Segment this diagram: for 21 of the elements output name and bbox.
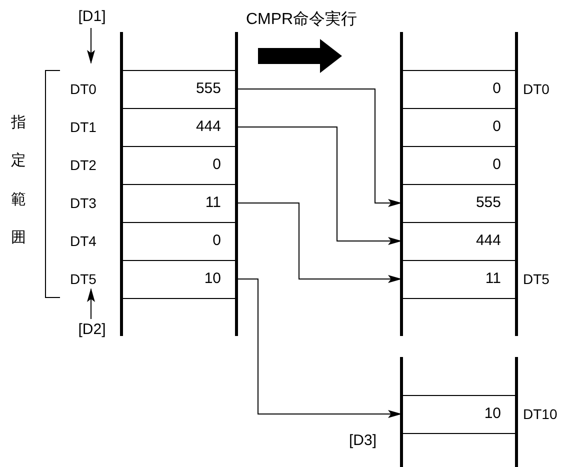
register-name: DT0 [523, 80, 550, 98]
register-name: DT5 [523, 270, 550, 288]
register-name: DT4 [70, 232, 96, 250]
register-cell: 10 [403, 395, 515, 434]
pointer-label: [D3] [349, 431, 377, 451]
arrow [87, 28, 95, 64]
register-name: DT5 [70, 270, 96, 288]
arrow [236, 202, 402, 283]
register-name: DT10 [523, 405, 558, 423]
arrow [236, 278, 402, 418]
range-label: 指定範囲 [11, 113, 26, 248]
register-name: DT0 [70, 80, 96, 98]
pointer-label: [D2] [72, 319, 112, 341]
register-name: DT2 [70, 156, 96, 174]
instruction-label: CMPR命令実行 [246, 10, 358, 30]
register-name: DT3 [70, 194, 96, 212]
arrow [236, 126, 402, 245]
arrow [87, 288, 95, 320]
register-name: DT1 [70, 118, 96, 136]
arrow [236, 88, 402, 207]
pointer-label: [D1] [72, 6, 112, 28]
